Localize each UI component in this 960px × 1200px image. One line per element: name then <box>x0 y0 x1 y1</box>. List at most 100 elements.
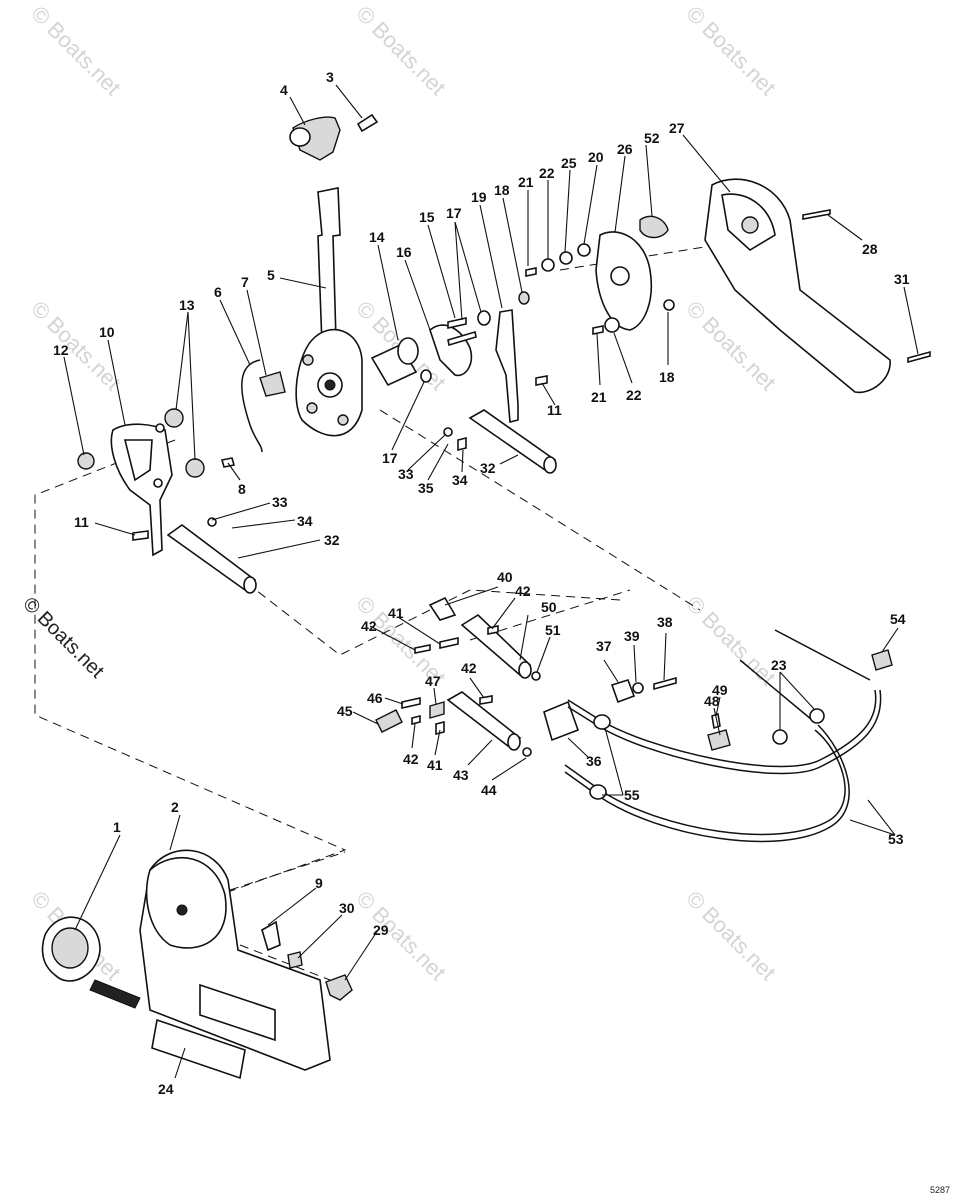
callout-42d: 42 <box>403 751 419 767</box>
leader-lines <box>63 84 919 1079</box>
cable <box>567 689 877 768</box>
callout-34b: 34 <box>452 472 468 488</box>
label-plate <box>151 1018 246 1080</box>
washer <box>185 458 205 478</box>
watermark: © Boats.net <box>351 886 450 985</box>
screw <box>356 113 379 133</box>
callout-22: 22 <box>539 165 555 181</box>
washer <box>164 408 184 428</box>
watermark: © Boats.net <box>351 1 450 100</box>
callout-41b: 41 <box>427 757 443 773</box>
callout-16: 16 <box>396 244 412 260</box>
callout-42: 42 <box>361 618 377 634</box>
bracket <box>261 920 281 952</box>
callout-1: 1 <box>113 819 121 835</box>
lower-housing <box>41 849 353 1080</box>
callout-21b: 21 <box>591 389 607 405</box>
callout-43: 43 <box>453 767 469 783</box>
swivel <box>610 679 636 704</box>
callout-19: 19 <box>471 189 487 205</box>
callout-39: 39 <box>624 628 640 644</box>
grommet <box>593 714 611 730</box>
control-cables <box>564 629 893 843</box>
callout-41: 41 <box>388 605 404 621</box>
callout-22b: 22 <box>626 387 642 403</box>
pin <box>447 330 477 347</box>
callouts: 1 2 3 4 5 6 7 8 9 10 11 11 12 13 14 15 1… <box>53 69 910 1097</box>
side-watermark: © Boats.net <box>18 593 108 683</box>
link-arm <box>495 309 519 424</box>
cable <box>564 729 846 836</box>
callout-53: 53 <box>888 831 904 847</box>
callout-54: 54 <box>890 611 906 627</box>
callout-42b: 42 <box>515 583 531 599</box>
callout-52: 52 <box>644 130 660 146</box>
callout-44: 44 <box>481 782 497 798</box>
shift-handle-assembly <box>289 113 379 437</box>
callout-37: 37 <box>596 638 612 654</box>
callout-13: 13 <box>179 297 195 313</box>
callout-7: 7 <box>241 274 249 290</box>
handle-arm <box>317 187 341 347</box>
callout-25: 25 <box>561 155 577 171</box>
callout-33b: 33 <box>398 466 414 482</box>
left-lever-assembly <box>77 359 286 557</box>
callout-31: 31 <box>894 271 910 287</box>
callout-3: 3 <box>326 69 334 85</box>
knurled-knob <box>375 709 403 733</box>
callout-2: 2 <box>171 799 179 815</box>
watermark: © Boats.net <box>26 1 125 100</box>
callout-20: 20 <box>588 149 604 165</box>
grommet <box>589 784 607 800</box>
callout-6: 6 <box>214 284 222 300</box>
callout-18b: 18 <box>659 369 675 385</box>
callout-49: 49 <box>712 682 728 698</box>
housing-right <box>525 178 931 394</box>
watermark: © Boats.net <box>26 296 125 395</box>
callout-11: 11 <box>74 514 89 530</box>
callout-42c: 42 <box>461 660 477 676</box>
callout-50: 50 <box>541 599 557 615</box>
callout-10: 10 <box>99 324 115 340</box>
callout-4: 4 <box>280 82 288 98</box>
callout-5: 5 <box>267 267 275 283</box>
cable-end <box>871 649 893 671</box>
pad <box>639 215 669 239</box>
callout-32: 32 <box>324 532 340 548</box>
callout-38: 38 <box>657 614 673 630</box>
callout-46: 46 <box>367 690 383 706</box>
callout-40: 40 <box>497 569 513 585</box>
callout-47: 47 <box>425 673 441 689</box>
spring <box>429 701 445 719</box>
callout-11b: 11 <box>547 402 562 418</box>
callout-17b: 17 <box>382 450 398 466</box>
drawing-code: 5287 <box>930 1185 950 1195</box>
screw <box>220 457 236 468</box>
screw <box>132 530 149 541</box>
detent <box>325 974 353 1001</box>
callout-33: 33 <box>272 494 288 510</box>
watermark: © Boats.net <box>681 1 780 100</box>
callout-9: 9 <box>315 875 323 891</box>
clip <box>707 729 731 751</box>
callout-23: 23 <box>771 657 787 673</box>
screw <box>653 676 677 691</box>
callout-34: 34 <box>297 513 313 529</box>
callout-8: 8 <box>238 481 246 497</box>
callout-35: 35 <box>418 480 434 496</box>
middle-linkage <box>375 596 731 757</box>
callout-24: 24 <box>158 1081 174 1097</box>
screw <box>802 209 831 220</box>
watermark: © Boats.net <box>681 886 780 985</box>
callout-27: 27 <box>669 120 685 136</box>
callout-17: 17 <box>446 205 462 221</box>
callout-32b: 32 <box>480 460 496 476</box>
screw <box>414 644 431 654</box>
watermark: © Boats.net <box>681 591 780 690</box>
callout-26: 26 <box>617 141 633 157</box>
callout-30: 30 <box>339 900 355 916</box>
block <box>259 371 286 397</box>
shift-shafts <box>166 409 557 594</box>
handle-knob <box>292 116 341 161</box>
